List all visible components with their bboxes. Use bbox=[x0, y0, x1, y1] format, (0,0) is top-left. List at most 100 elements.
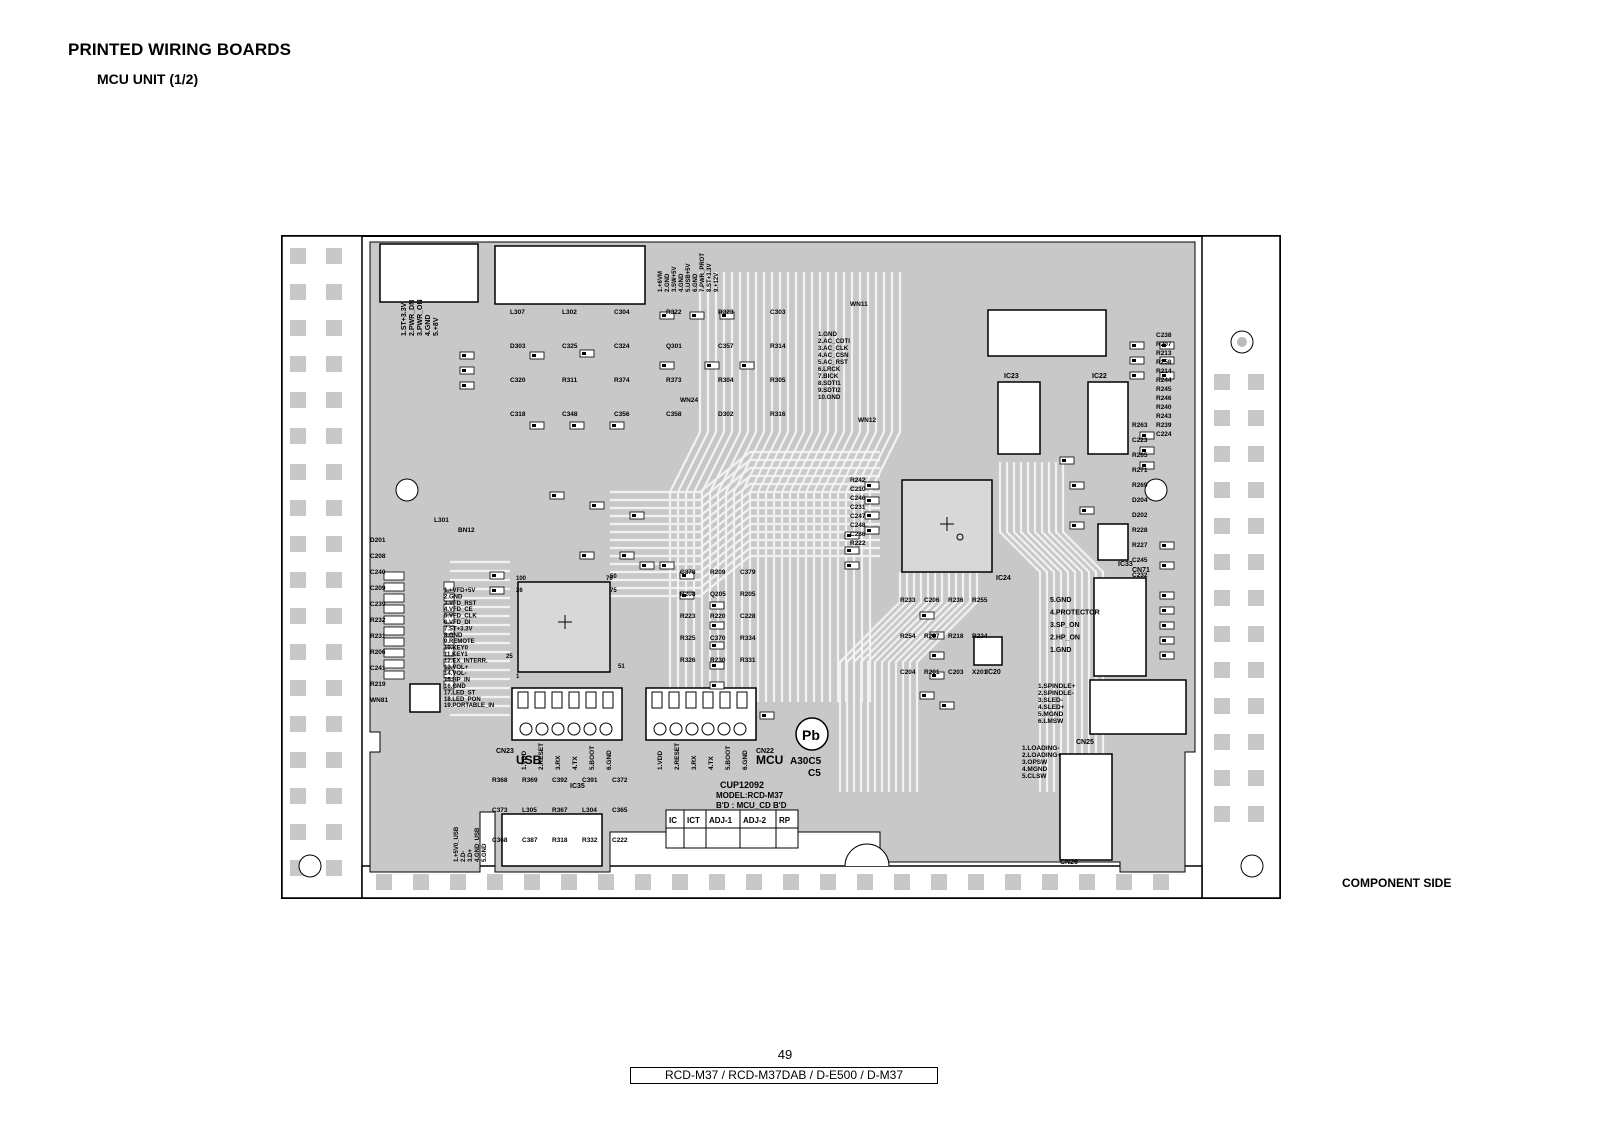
label-ic35: IC35 bbox=[570, 783, 585, 790]
component-pad bbox=[443, 669, 455, 679]
component-pad bbox=[709, 641, 725, 650]
component-pad bbox=[1159, 591, 1175, 600]
cn22-pin-1: 1.VDD bbox=[657, 751, 664, 770]
mid-comp-1: R209 bbox=[710, 569, 726, 576]
component-pad bbox=[929, 631, 945, 640]
component-pad bbox=[383, 604, 405, 614]
ic-pin-number-7: 100 bbox=[516, 576, 527, 582]
top-left-pin-0: 1.ST+3.3V bbox=[401, 302, 408, 336]
right-comp-8: R227 bbox=[1132, 542, 1148, 549]
component-pad-dot bbox=[867, 529, 871, 532]
trace bbox=[852, 572, 916, 792]
component-pad bbox=[489, 571, 505, 580]
component-pad bbox=[659, 561, 675, 570]
upper-comp-5: C303 bbox=[770, 309, 786, 316]
rail-square bbox=[326, 284, 342, 300]
rail-square bbox=[326, 752, 342, 768]
bottom-comp-0: R368 bbox=[492, 777, 508, 784]
top-mid-pin-4: 5.USB+5V bbox=[686, 263, 692, 292]
mounting-hole bbox=[298, 854, 322, 878]
component-pad bbox=[759, 711, 775, 720]
adj-label-2: ADJ-1 bbox=[709, 816, 733, 825]
trace bbox=[845, 572, 909, 792]
pin-hole bbox=[653, 722, 667, 736]
rail-square bbox=[1214, 698, 1230, 714]
upper-comp-6: D303 bbox=[510, 343, 526, 350]
bottom-comp-12: R318 bbox=[552, 837, 568, 844]
upper-comp-21: C358 bbox=[666, 411, 682, 418]
trace bbox=[610, 458, 880, 502]
component-pad-dot bbox=[922, 614, 926, 617]
upper-comp-8: C324 bbox=[614, 343, 630, 350]
chip-top-right bbox=[987, 309, 1107, 357]
right-comp-19: R240 bbox=[1156, 404, 1172, 411]
left-pin-8: 9.REMOTE bbox=[444, 639, 475, 645]
component-pad bbox=[459, 381, 475, 390]
rail-square bbox=[326, 248, 342, 264]
mounting-hole bbox=[1144, 478, 1168, 502]
component-pad bbox=[549, 491, 565, 500]
rail-square bbox=[1214, 734, 1230, 750]
component-pad-dot bbox=[642, 564, 646, 567]
chip-ic20 bbox=[973, 636, 1003, 666]
pin-pad bbox=[585, 691, 597, 709]
rail-square bbox=[1214, 518, 1230, 534]
component-pad-dot bbox=[1162, 374, 1166, 377]
component-pad-dot bbox=[532, 354, 536, 357]
mid-comp-3: R208 bbox=[680, 591, 696, 598]
pin-pad bbox=[736, 691, 748, 709]
marking-bd: B'D : MCU_CD B'D bbox=[716, 801, 787, 810]
rail-square bbox=[290, 644, 306, 660]
pcb-board: USB CN23 MCU CN22 CN71 CN25 CN26 IC24 IC… bbox=[281, 235, 1281, 899]
center-comp-16: C204 bbox=[900, 669, 916, 676]
component-pad bbox=[443, 658, 455, 668]
component-pad-dot bbox=[1142, 449, 1146, 452]
component-pad bbox=[443, 592, 455, 602]
top-mid-pin-7: 8.ST+3.3V bbox=[707, 263, 713, 292]
mid-comp-4: Q205 bbox=[710, 591, 726, 598]
model-line: RCD-M37 / RCD-M37DAB / D-E500 / D-M37 bbox=[630, 1067, 938, 1084]
right-comp-3: R271 bbox=[1132, 467, 1148, 474]
pin-hole bbox=[733, 722, 747, 736]
left-pin-3: 4.VFD_CE bbox=[444, 607, 473, 613]
trace bbox=[887, 572, 951, 792]
left-rail-squares bbox=[290, 248, 342, 876]
left-pin-12: 13.VOL+ bbox=[444, 665, 469, 671]
mid-comp-10: C370 bbox=[710, 635, 726, 642]
component-pad-dot bbox=[662, 364, 666, 367]
mid-comp-2: C379 bbox=[740, 569, 756, 576]
component-pad-dot bbox=[1162, 359, 1166, 362]
bottom-comp-3: C391 bbox=[582, 777, 598, 784]
ic-pin-number-6: 76 bbox=[606, 576, 613, 582]
right-comp-9: C245 bbox=[1132, 557, 1148, 564]
label-mcu: MCU bbox=[756, 753, 783, 767]
bottom-comp-8: L304 bbox=[582, 807, 597, 814]
top-right-pin-1: 2.AC_CDTI bbox=[818, 338, 850, 345]
bottom-comp-14: C222 bbox=[612, 837, 628, 844]
component-pad bbox=[929, 651, 945, 660]
component-pad bbox=[689, 311, 705, 320]
rail-square bbox=[820, 874, 836, 890]
mid-comp-7: R220 bbox=[710, 613, 726, 620]
component-pad bbox=[739, 361, 755, 370]
component-pad bbox=[929, 671, 945, 680]
component-pad-dot bbox=[462, 354, 466, 357]
center-comp-8: R233 bbox=[900, 597, 916, 604]
label-ic23: IC23 bbox=[1004, 373, 1019, 380]
mid-comp-12: R326 bbox=[680, 657, 696, 664]
component-pad-dot bbox=[622, 554, 626, 557]
left-pin-17: 18.LED_PON bbox=[444, 697, 481, 703]
left-pin-11: 12.EX_INTERR. bbox=[444, 658, 488, 664]
trace bbox=[788, 272, 822, 702]
label-ic22: IC22 bbox=[1092, 373, 1107, 380]
upper-comp-18: C318 bbox=[510, 411, 526, 418]
trace bbox=[724, 272, 758, 702]
label-cn23: CN23 bbox=[496, 748, 514, 755]
pin-pad bbox=[551, 691, 563, 709]
rail-square bbox=[290, 788, 306, 804]
rail-square bbox=[290, 248, 306, 264]
usb-pin-4: 5.GND bbox=[482, 843, 488, 862]
rail-square bbox=[290, 572, 306, 588]
rail-square bbox=[290, 320, 306, 336]
upper-comp-17: R305 bbox=[770, 377, 786, 384]
